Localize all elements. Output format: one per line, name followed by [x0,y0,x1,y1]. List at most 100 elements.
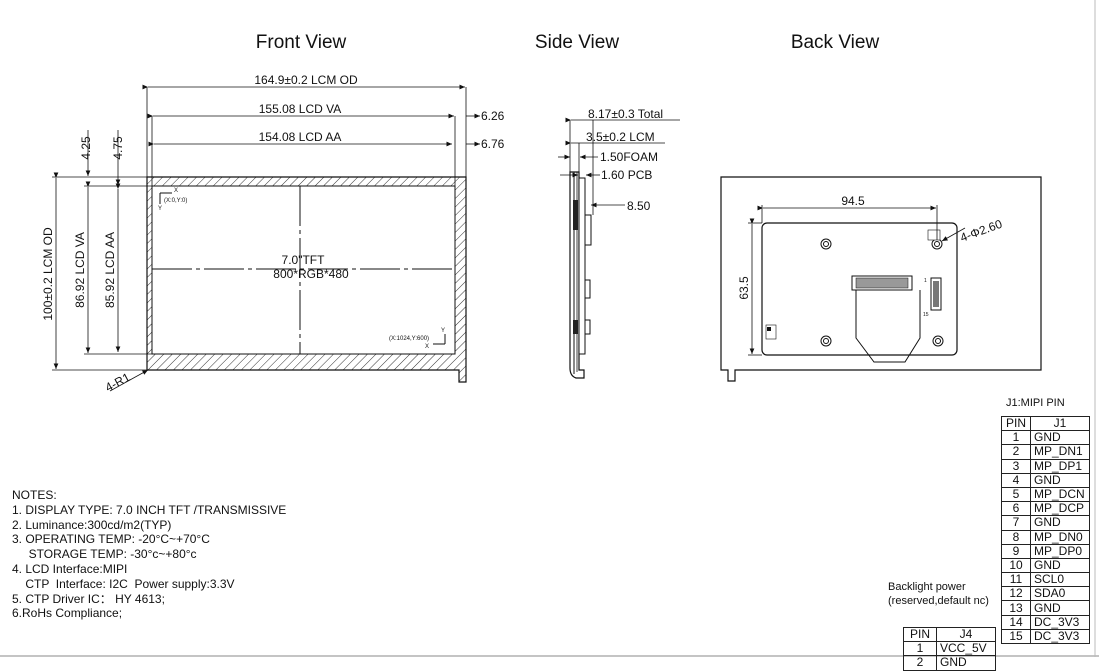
note-line: STORAGE TEMP: -30°c~+80°c [12,547,197,562]
side-conn-dim: 8.50 [627,199,651,213]
pin-signal: GND [1030,430,1090,446]
top-offset-2: 4.75 [111,136,125,160]
aa-right-offset: 6.76 [481,137,505,151]
pin-number: 8 [1001,529,1031,545]
table-header-row: PIN J4 [903,626,996,643]
pin-signal: GND [1030,557,1090,574]
pin-signal: DC_3V3 [1030,628,1090,645]
notes-block: NOTES: 1. DISPLAY TYPE: 7.0 INCH TFT /TR… [12,488,286,621]
pin-number: 11 [1001,572,1031,588]
pin-number: 6 [1001,501,1031,517]
pin-number: 12 [1001,586,1031,602]
pin-signal: GND [1030,515,1090,531]
pin-number: 1 [1001,430,1031,446]
j4-title-line1: Backlight power [888,581,966,593]
table-header-row: PIN J1 [1001,415,1090,432]
side-foam-dim: 1.50FOAM [600,150,658,164]
aa-width-dim: 154.08 LCD AA [259,130,342,144]
pin-signal: MP_DCP [1030,501,1090,517]
va-right-offset: 6.26 [481,109,505,123]
va-width-dim: 155.08 LCD VA [259,102,342,116]
j4-header-name: J4 [936,626,996,643]
j4-title-line2: (reserved,default nc) [888,595,989,607]
end-label: (X:1024,Y:600) [389,336,429,342]
front-view: 7.0"TFT 800*RGB*480 X Y (X:0,Y:0) (X:102… [41,73,505,395]
side-pcb-dim: 1.60 PCB [601,168,652,182]
note-line: 3. OPERATING TEMP: -20°C~+70°C [12,532,210,547]
pin-signal: MP_DP1 [1030,458,1090,474]
j4-title: Backlight power (reserved,default nc) [888,580,989,608]
pin-number: 10 [1001,557,1031,574]
note-line: 5. CTP Driver IC： HY 4613; [12,591,165,606]
back-view: 1 15 94.5 63.5 4-Φ2.60 [720,176,1042,382]
pin-signal: SDA0 [1030,586,1090,602]
front-view-title: Front View [256,32,347,53]
corner-radius-label: 4-R1 [103,370,133,395]
back-pin-1: 1 [924,278,927,284]
pin-signal: MP_DP0 [1030,543,1090,559]
pin-signal: GND [1030,600,1090,616]
back-pin-15: 15 [923,312,929,318]
pin-number: 1 [903,641,937,657]
pin-number: 4 [1001,472,1031,488]
pin-signal: MP_DCN [1030,486,1090,503]
note-line: 4. LCD Interface:MIPI [12,561,128,576]
pin-number: 5 [1001,486,1031,503]
note-line: 2. Luminance:300cd/m2(TYP) [12,517,172,532]
pin-signal: MP_DN0 [1030,529,1090,545]
origin-axis-x: X [174,188,178,194]
pin-signal: SCL0 [1030,572,1090,588]
pin-signal: GND [936,655,996,671]
note-line: CTP Interface: I2C Power supply:3.3V [12,576,235,591]
pin-number: 7 [1001,515,1031,531]
pin-number: 2 [1001,444,1031,460]
pin-number: 9 [1001,543,1031,559]
origin-label: (X:0,Y:0) [164,198,187,204]
pin-signal: MP_DN1 [1030,444,1090,460]
back-width-dim: 94.5 [841,194,865,208]
va-height-dim: 86.92 LCD VA [73,232,87,308]
top-offset-1: 4.25 [79,136,93,160]
pin-number: 2 [903,655,937,671]
end-axis-x: X [425,344,429,350]
od-width-dim: 164.9±0.2 LCM OD [254,73,358,87]
back-height-dim: 63.5 [737,276,751,300]
side-total-dim: 8.17±0.3 Total [588,107,663,121]
notes-heading: NOTES: [12,488,57,502]
j1-header-name: J1 [1030,415,1090,432]
pin-signal: GND [1030,472,1090,488]
panel-type-label: 7.0"TFT [282,253,326,267]
back-view-title: Back View [791,32,880,53]
pin-number: 15 [1001,628,1031,645]
pin-number: 13 [1001,600,1031,616]
pin-number: 3 [1001,458,1031,474]
mechanical-drawing: Front View Side View Back View 7.0"TFT 8… [0,0,1099,657]
side-view: 8.17±0.3 Total 3.5±0.2 LCM 1.50FOAM 1.60… [558,107,680,379]
j1-title: J1:MIPI PIN [1006,397,1065,409]
side-lcm-dim: 3.5±0.2 LCM [586,130,655,144]
od-height-dim: 100±0.2 LCM OD [41,227,55,321]
note-line: 6.RoHs Compliance; [12,606,123,621]
end-axis-y: Y [441,328,445,334]
j1-header-pin: PIN [1001,415,1031,432]
j4-header-pin: PIN [903,626,937,643]
